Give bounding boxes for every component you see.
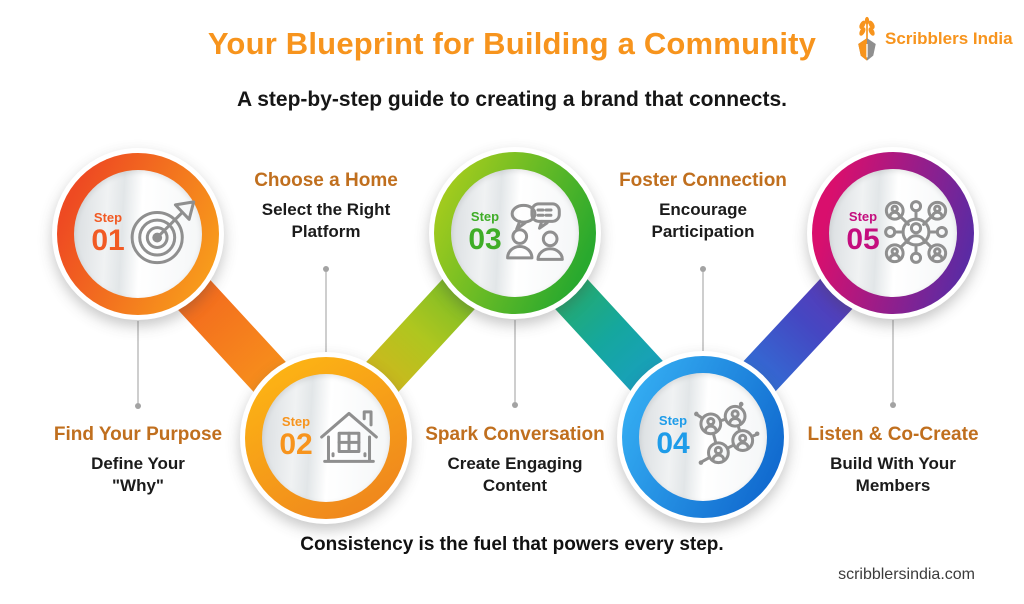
step-5-inner: Step 05 [829,169,957,297]
step-4-title: Foster Connection [619,170,787,191]
step-2-label: Step 02 [279,414,313,461]
step-1-description: Define Your "Why" [91,454,185,495]
step-1-label: Step 01 [91,210,125,257]
step-2-inner: Step 02 [262,374,390,502]
pointer-dot-step-2 [323,266,329,272]
step-2-circle: Step 02 [240,352,412,524]
step-1-title: Find Your Purpose [53,424,223,445]
step-2-title: Choose a Home [254,170,398,191]
page-subtitle: A step-by-step guide to creating a brand… [237,88,787,111]
page-title: Your Blueprint for Building a Community [207,26,817,61]
step-1-circle: Step 01 [52,148,224,320]
step-5-title: Listen & Co-Create [807,424,979,445]
step-3-circle: Step 03 [429,147,601,319]
step-3-label: Step 03 [468,209,502,256]
step-4-text-block: Foster Connection Encourage Participatio… [596,170,810,243]
step-4-ring: Step 04 [622,356,784,518]
user-network-icon [694,401,760,465]
pointer-dot-step-4 [700,266,706,272]
step-2-description: Select the Right Platform [261,200,391,241]
step-4-label: Step 04 [656,413,690,460]
step-3-title: Spark Conversation [425,424,605,445]
step-3-ring: Step 03 [434,152,596,314]
target-dart-icon [123,195,199,271]
brand-name: Scribblers India [885,29,1013,48]
step-5-label: Step 05 [846,209,880,256]
step-2-ring: Step 02 [245,357,407,519]
step-3-description: Create Engaging Content [447,454,583,495]
step-3-text-block: Spark Conversation Create Engaging Conte… [408,424,622,497]
pointer-dot-step-1 [135,403,141,409]
pointer-dot-step-3 [512,402,518,408]
pointer-dot-step-5 [890,402,896,408]
step-3-inner: Step 03 [451,169,579,297]
brand-logo: Scribblers India [852,12,1013,66]
step-2-text-block: Choose a Home Select the Right Platform [219,170,433,243]
step-5-text-block: Listen & Co-Create Build With Your Membe… [786,424,1000,497]
step-1-text-block: Find Your Purpose Define Your "Why" [31,424,245,497]
wheat-pen-icon [858,16,876,61]
step-4-description: Encourage Participation [651,200,755,241]
step-1-ring: Step 01 [57,153,219,315]
house-icon [311,399,387,475]
footer-tagline: Consistency is the fuel that powers ever… [300,534,724,555]
community-hub-icon [878,194,954,270]
footer-website: scribblersindia.com [838,566,975,583]
step-5-ring: Step 05 [812,152,974,314]
step-1-inner: Step 01 [74,170,202,298]
step-4-circle: Step 04 [617,351,789,523]
step-5-description: Build With Your Members [830,454,956,495]
step-4-inner: Step 04 [639,373,767,501]
chat-people-icon [500,194,576,270]
step-5-circle: Step 05 [807,147,979,319]
